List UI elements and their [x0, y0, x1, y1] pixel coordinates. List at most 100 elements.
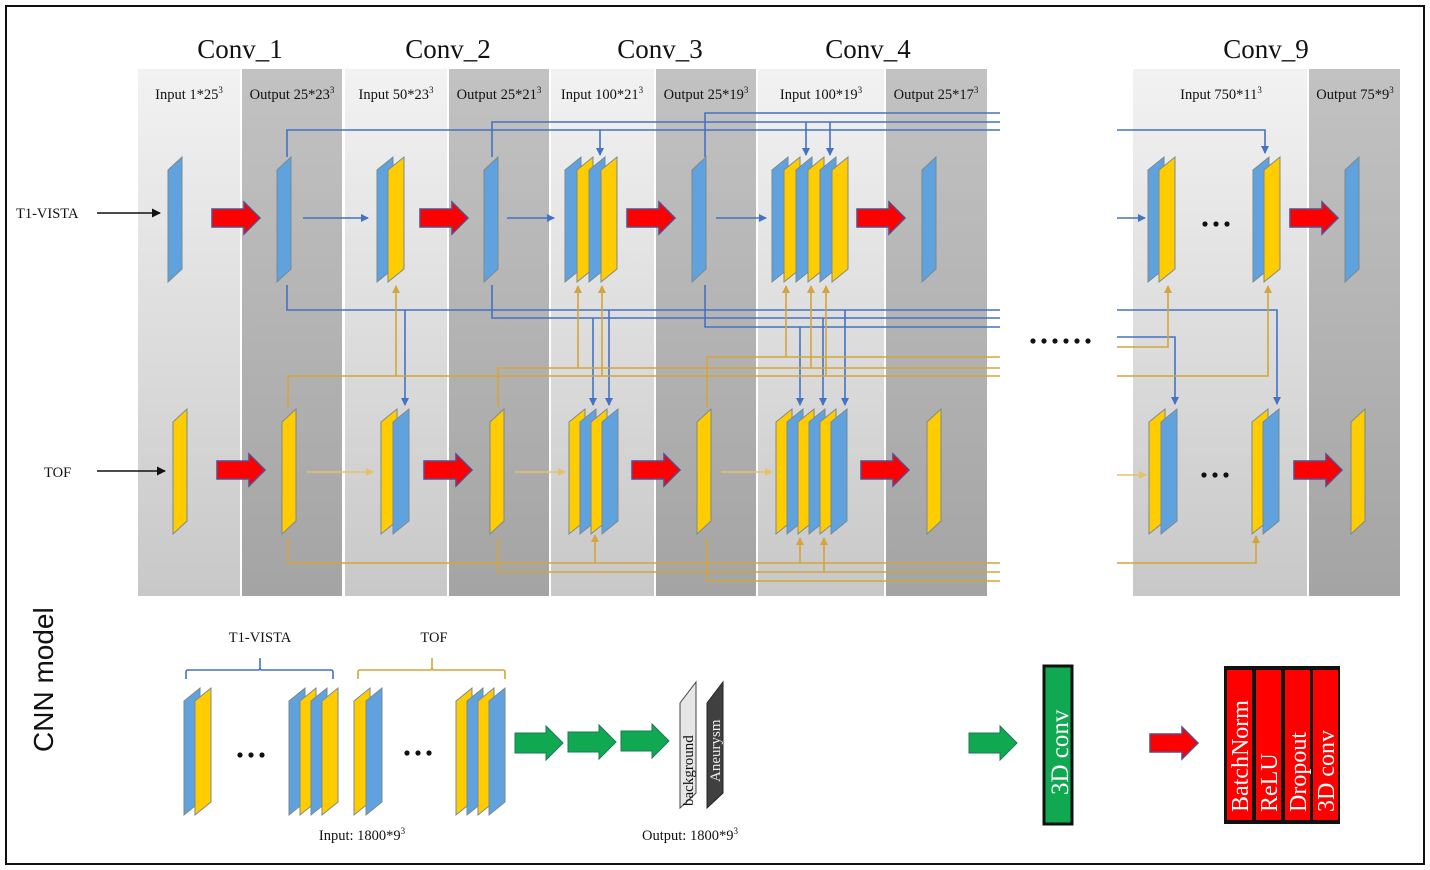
block-title-2: Conv_2: [405, 34, 491, 64]
ellipsis-dot-between: [1074, 338, 1080, 344]
feature-map-yellow: [281, 407, 297, 536]
skip-arrow-gold: [1117, 285, 1272, 377]
skip-arrow-gold: [1117, 535, 1260, 564]
feature-map-blue: [1262, 407, 1280, 536]
feature-map-blue: [365, 686, 383, 817]
skip-arrow-gold: [1117, 285, 1172, 348]
ellipsis-dot: [404, 750, 410, 756]
brace-tof: [357, 658, 506, 679]
feature-map-blue: [483, 155, 499, 284]
skip-line-gold: [497, 538, 1000, 573]
side-title-cnn-model: CNN model: [28, 607, 59, 752]
feature-map-blue: [1344, 155, 1360, 284]
legend-red-arrow-icon: [1149, 725, 1200, 761]
skip-line-blue: [286, 285, 1000, 311]
feature-map-yellow: [600, 155, 618, 284]
feature-map-yellow: [1158, 155, 1176, 284]
input-size-label: Input 750*113: [1180, 85, 1262, 103]
bottom-section: CNN model T1-VISTA TOF Input: 1800*93 backgr…: [28, 607, 1340, 844]
red-arrow-icon: [1289, 200, 1340, 236]
skip-arrow-blue: [1117, 129, 1269, 154]
feature-map-yellow: [172, 407, 188, 536]
feature-map-blue: [488, 686, 506, 817]
input-size-label: Input 100*213: [561, 85, 644, 103]
input-size-label: Input 100*193: [780, 85, 863, 103]
ellipsis-dot: [237, 752, 243, 758]
legend-red-block-label: ReLU: [1257, 753, 1283, 812]
input-size-label: Input 50*233: [359, 85, 434, 103]
skip-line-blue: [704, 112, 1000, 157]
feature-map-blue: [392, 407, 410, 536]
ellipsis-dot-between: [1041, 338, 1047, 344]
skip-line-blue: [704, 285, 1000, 328]
input-label-tof: TOF: [44, 465, 71, 481]
skip-line-blue: [286, 129, 1000, 157]
feature-map-blue: [1160, 407, 1178, 536]
input-size-label: Input 1*253: [155, 85, 223, 103]
ellipsis-dot: [1212, 472, 1218, 478]
skip-arrow-blue: [1117, 336, 1179, 405]
red-arrow-icon: [211, 200, 262, 236]
ellipsis-dot-between: [1063, 338, 1069, 344]
skip-line-gold: [497, 367, 1000, 407]
red-arrow-icon: [216, 452, 267, 488]
feature-map-blue: [921, 155, 937, 284]
figure-frame: [5, 5, 1425, 865]
column-panel: [138, 69, 240, 596]
skip-line-gold: [287, 375, 1000, 407]
red-arrow-icon: [856, 200, 907, 236]
legend-red-block-label: 3D conv: [1314, 730, 1340, 812]
legend-red-block-cell: [1313, 670, 1338, 820]
input-size-label-bottom: Input: 1800*93: [319, 826, 406, 844]
legend-red-block-cell: [1227, 670, 1252, 820]
red-arrow-icon: [423, 452, 474, 488]
feature-map-blue: [167, 155, 183, 284]
red-arrow-icon: [631, 452, 682, 488]
block-title-4: Conv_4: [825, 34, 911, 64]
skip-line-gold: [287, 538, 1000, 564]
red-arrow-icon: [626, 200, 677, 236]
feature-map-yellow: [926, 407, 942, 536]
feature-maps: [167, 155, 1366, 536]
skip-line-blue: [491, 285, 1000, 319]
skip-connections: [286, 112, 1281, 582]
brace-t1-vista: [185, 658, 334, 679]
feature-map-yellow: [831, 155, 849, 284]
feature-map-blue: [691, 155, 707, 284]
skip-line-gold: [706, 538, 1000, 582]
ellipsis-dot: [415, 750, 421, 756]
feature-map-blue: [830, 407, 848, 536]
green-arrow-icon: [968, 724, 1018, 762]
ellipsis-dot: [1224, 221, 1230, 227]
feature-map-yellow: [1263, 155, 1281, 284]
feature-map-yellow: [387, 155, 405, 284]
output-class-aneurysm: Aneurysm: [708, 719, 724, 782]
feature-map-yellow: [489, 407, 505, 536]
legend-red-block-cell: [1285, 670, 1310, 820]
output-class-background: background: [681, 735, 697, 806]
output-map-aneurysm: [706, 680, 724, 810]
red-arrow-icon: [1293, 452, 1344, 488]
feature-map-yellow: [696, 407, 712, 536]
output-size-label: Output 25*233: [250, 85, 335, 103]
ellipsis-dot: [248, 752, 254, 758]
input-label-t1-vista: T1-VISTA: [16, 206, 79, 222]
output-size-label: Output 25*213: [457, 85, 542, 103]
output-size-label-bottom: Output: 1800*93: [642, 826, 738, 844]
green-arrow-icon: [567, 723, 617, 761]
block-title-3: Conv_3: [617, 34, 703, 64]
output-size-label: Output 75*93: [1316, 85, 1394, 103]
legend-3d-conv-label: 3D conv: [1047, 709, 1074, 795]
red-arrow-icon: [860, 452, 911, 488]
legend-red-block-label: Dropout: [1286, 732, 1312, 812]
group-label-tof: TOF: [420, 630, 447, 646]
ellipsis-dot-between: [1052, 338, 1058, 344]
ellipsis-dot-between: [1030, 338, 1036, 344]
legend-red-block-label: BatchNorm: [1228, 700, 1254, 812]
ellipsis-dot: [1202, 221, 1208, 227]
ellipsis-dot: [259, 752, 265, 758]
ellipsis-dot: [1223, 472, 1229, 478]
group-label-t1-vista: T1-VISTA: [229, 630, 292, 646]
green-arrow-icon: [620, 722, 670, 760]
